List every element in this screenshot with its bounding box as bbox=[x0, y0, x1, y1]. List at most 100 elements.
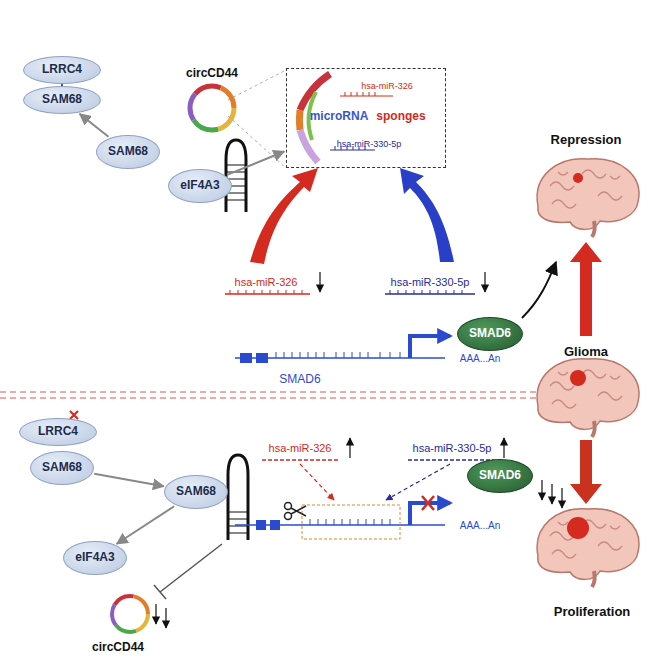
drawing-circle bbox=[285, 513, 292, 520]
drawing-line bbox=[349, 438, 350, 458]
drawing-line bbox=[262, 459, 340, 460]
drawing-circle bbox=[112, 596, 148, 632]
drawing-line bbox=[300, 464, 334, 500]
drawing-line bbox=[408, 459, 494, 460]
tumor bbox=[570, 370, 586, 386]
drawing-path bbox=[345, 92, 375, 96]
connector-arrow bbox=[117, 506, 174, 543]
node-text: SAM68 bbox=[42, 461, 82, 475]
text-label: hsa-miR-326 bbox=[235, 276, 298, 289]
protein-ellipse: SAM68 bbox=[23, 86, 101, 114]
text-label: SMAD6 bbox=[279, 373, 320, 387]
drawing-circle bbox=[190, 86, 234, 130]
drawing-line bbox=[160, 544, 222, 592]
drawing-line bbox=[503, 438, 504, 458]
effect-arrow bbox=[522, 262, 556, 318]
drawing-rect bbox=[302, 505, 400, 539]
sponge-arrow bbox=[400, 168, 454, 262]
drawing-circle bbox=[112, 596, 148, 632]
mirna-strand bbox=[225, 272, 485, 294]
state-arrow bbox=[570, 440, 602, 504]
mirna-strand bbox=[262, 438, 504, 500]
sponge-arrow bbox=[250, 168, 318, 264]
drawing-rect bbox=[256, 520, 266, 530]
drawing-path bbox=[228, 512, 248, 533]
node-text: LRRC4 bbox=[38, 425, 78, 439]
drawing-circle bbox=[112, 596, 148, 632]
protein-ellipse: SAM68 bbox=[96, 135, 160, 169]
drawing-path bbox=[410, 336, 450, 358]
hairpin-rna bbox=[226, 140, 246, 212]
node-text: hsa-miR-326 bbox=[361, 81, 413, 91]
hairpin-rna bbox=[228, 455, 248, 540]
text-label: circCD44 bbox=[186, 67, 238, 81]
drawing-line bbox=[561, 488, 562, 508]
drawing-circle bbox=[190, 86, 234, 130]
drawing-line bbox=[551, 484, 552, 504]
text-label: AAA...An bbox=[460, 520, 501, 532]
protein-ellipse: SMAD6 bbox=[457, 317, 523, 351]
drawing-line bbox=[235, 524, 445, 526]
sponge-box: microRNAspongeshsa-miR-326hsa-miR-330-5p bbox=[286, 68, 446, 168]
drawing-path bbox=[296, 110, 304, 130]
drawing-path bbox=[276, 352, 400, 358]
gene-locus bbox=[235, 336, 450, 363]
drawing-circle bbox=[190, 86, 234, 130]
brain bbox=[537, 359, 639, 437]
drawing-line bbox=[484, 272, 485, 292]
node-text: SMAD6 bbox=[479, 469, 521, 483]
drawing-circle bbox=[112, 596, 148, 632]
node-text: hsa-miR-330-5p bbox=[337, 139, 402, 149]
protein-ellipse: eIF4A3 bbox=[168, 169, 231, 203]
state-arrow bbox=[570, 242, 602, 336]
drawing-path bbox=[226, 140, 246, 212]
text-label: hsa-miR-330-5p bbox=[413, 442, 492, 455]
connector-arrow bbox=[94, 474, 163, 486]
gene-locus bbox=[235, 496, 450, 539]
connector-arrow bbox=[227, 152, 284, 175]
circrna-circle bbox=[190, 86, 234, 130]
node-text: SAM68 bbox=[42, 93, 82, 107]
node-text: microRNA bbox=[310, 110, 369, 124]
node-text: eIF4A3 bbox=[75, 551, 114, 565]
drawing-circle bbox=[112, 596, 148, 632]
knockout-cross bbox=[70, 411, 78, 419]
drawing-line bbox=[541, 480, 542, 500]
protein-ellipse: SAM68 bbox=[164, 475, 228, 509]
node-text: eIF4A3 bbox=[180, 179, 219, 193]
divider bbox=[0, 392, 538, 398]
drawing-line bbox=[0, 392, 538, 393]
connector-arrow bbox=[80, 114, 109, 137]
drawing-path bbox=[291, 506, 306, 516]
drawing-circle bbox=[285, 503, 292, 510]
protein-ellipse: eIF4A3 bbox=[63, 541, 126, 575]
node-text: SAM68 bbox=[176, 485, 216, 499]
drawing-rect bbox=[240, 353, 252, 363]
scissors bbox=[285, 503, 307, 520]
drawing-path bbox=[230, 290, 302, 294]
drawing-path bbox=[422, 496, 434, 510]
circrna-circle bbox=[112, 596, 148, 632]
drawing-circle bbox=[190, 86, 234, 130]
mirna-strand bbox=[340, 96, 393, 97]
text-label: hsa-miR-330-5p bbox=[391, 276, 470, 289]
brain bbox=[537, 159, 639, 237]
node-text: LRRC4 bbox=[42, 63, 82, 77]
drawing-line bbox=[319, 272, 320, 292]
text-label: circCD44 bbox=[92, 641, 144, 655]
drawing-path bbox=[310, 519, 390, 525]
drawing-line bbox=[386, 464, 450, 500]
drawing-path bbox=[228, 455, 248, 540]
tumor bbox=[573, 173, 583, 183]
decrease-arrows bbox=[156, 604, 166, 628]
protein-ellipse: LRRC4 bbox=[23, 56, 101, 84]
drawing-line bbox=[154, 585, 166, 599]
tumor bbox=[567, 517, 589, 539]
text-label: AAA...An bbox=[460, 353, 501, 365]
text-label: Proliferation bbox=[554, 605, 631, 620]
drawing-rect bbox=[256, 353, 268, 363]
decrease-arrows bbox=[542, 480, 562, 508]
drawing-rect bbox=[270, 520, 280, 530]
drawing-line bbox=[155, 604, 156, 624]
